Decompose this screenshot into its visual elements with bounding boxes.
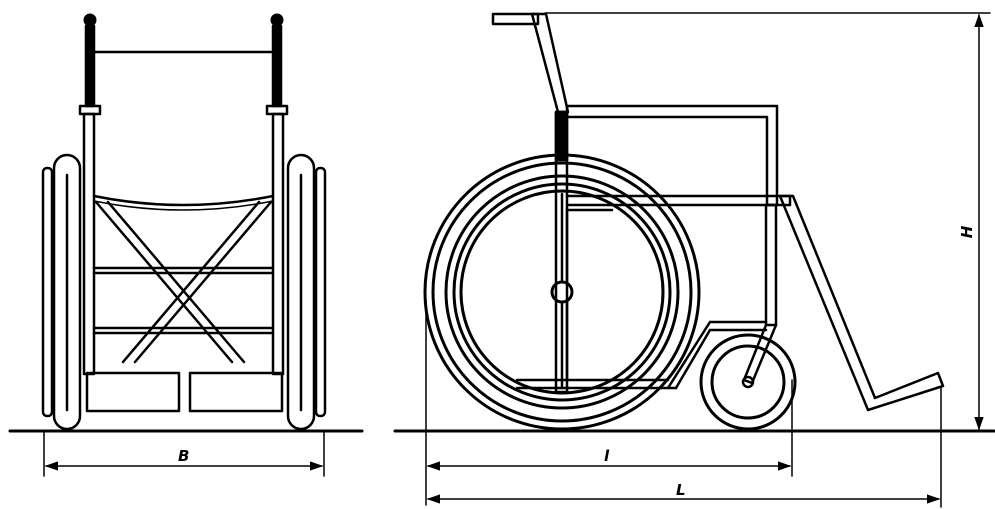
left-handle-knob [83, 13, 97, 27]
handle-grips [84, 24, 283, 108]
width-dimension [43, 430, 325, 477]
width-label: B [178, 447, 189, 465]
front-right-wheel [286, 153, 327, 431]
length-dimension [426, 387, 942, 508]
wheelbase-label: l [604, 447, 610, 465]
rear-wheel [423, 153, 701, 431]
lower-frame-rail [666, 320, 768, 390]
seat-sling [92, 194, 275, 207]
caster-fork [742, 323, 778, 385]
length-label: L [676, 481, 686, 499]
front-post [764, 203, 778, 327]
wheelbase-dimension [425, 299, 793, 506]
cross-brace [94, 200, 273, 364]
right-handle-knob [270, 13, 284, 27]
front-view: B [8, 13, 364, 477]
right-footrest [188, 371, 284, 413]
seat-rail [565, 194, 792, 207]
front-frame-uprights [82, 112, 285, 376]
height-label: H [958, 225, 976, 238]
left-footrest [85, 371, 181, 413]
caster-hub [741, 375, 755, 389]
footrest-hanger [778, 194, 945, 412]
front-left-wheel [41, 153, 82, 431]
side-frame-inner [515, 192, 678, 390]
push-handle [491, 12, 570, 114]
side-view: H l L [393, 12, 995, 508]
front-horizontal-bars [92, 266, 275, 335]
caster-wheel [699, 333, 797, 431]
